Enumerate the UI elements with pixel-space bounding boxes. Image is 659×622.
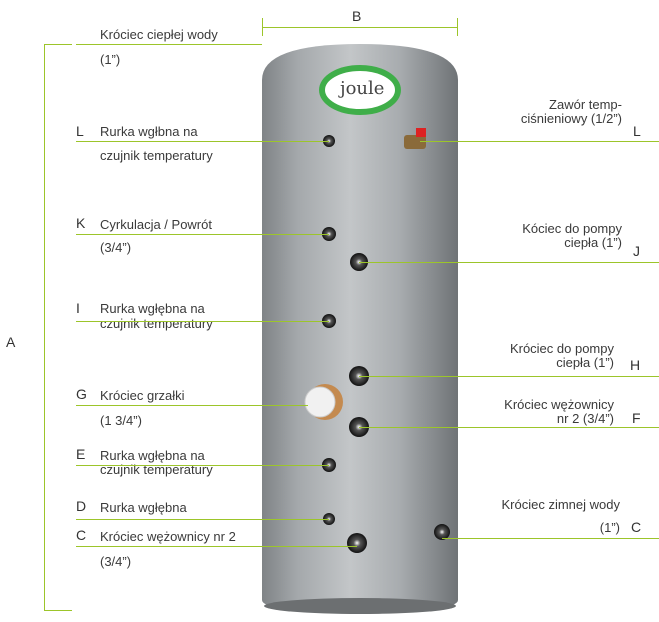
port-k xyxy=(322,227,336,241)
hot-water-outlet-size: (1”) xyxy=(100,52,121,67)
sensor-pocket-desc: czujnik temperatury xyxy=(100,148,213,163)
hot-water-outlet-label: Króciec ciepłej wody xyxy=(100,27,218,42)
left-letter: L xyxy=(76,123,84,139)
leader-line xyxy=(359,262,659,263)
heat-pump-port-desc: ciepła (1”) xyxy=(556,355,614,370)
logo-text: joule xyxy=(340,78,385,99)
heater-port-size: (1 3/4”) xyxy=(100,413,142,428)
right-letter: C xyxy=(631,519,642,535)
left-letter: G xyxy=(76,386,87,402)
immersion-pocket-label: Rurka wgłębna xyxy=(100,500,187,515)
dimension-b-left-tick xyxy=(262,18,263,36)
circulation-label: Cyrkulacja / Powrót xyxy=(100,217,212,232)
right-letter: F xyxy=(632,410,641,426)
tp-valve-label: Zawór temp- xyxy=(549,97,622,112)
tp-valve-desc: ciśnieniowy (1/2”) xyxy=(520,111,622,126)
heater-port-label: Króciec grzałki xyxy=(100,388,185,403)
port-c-right xyxy=(434,524,450,540)
left-letter: K xyxy=(76,215,86,231)
tank-body xyxy=(262,44,458,612)
leader-line xyxy=(76,546,357,547)
tank-base xyxy=(264,598,456,614)
dimension-a-label: A xyxy=(6,334,16,350)
sensor-pocket-label: Rurka wgłbna na xyxy=(100,124,198,139)
heat-pump-port-label: Króciec do pompy xyxy=(509,341,614,356)
leader-line xyxy=(359,376,659,377)
left-letter: E xyxy=(76,446,86,462)
port-i xyxy=(322,314,336,328)
circulation-size: (3/4”) xyxy=(100,240,132,255)
heat-pump-port-desc: ciepła (1”) xyxy=(564,235,622,250)
coil-port-label: Króciec wężownicy xyxy=(504,397,614,412)
dimension-a-bottom-tick xyxy=(44,610,72,611)
right-letter: H xyxy=(630,357,641,373)
leader-line xyxy=(420,141,659,142)
leader-line xyxy=(76,519,329,520)
coil-port-desc: nr 2 (3/4”) xyxy=(556,411,614,426)
leader-line xyxy=(76,44,262,45)
coil-port-size: (3/4”) xyxy=(100,554,132,569)
leader-line xyxy=(76,234,329,235)
coil-port-label: Króciec wężownicy nr 2 xyxy=(100,529,236,544)
port-l-left xyxy=(323,135,335,147)
port-d xyxy=(323,513,335,525)
heat-pump-port-label: Kóciec do pompy xyxy=(522,221,622,236)
dimension-b-label: B xyxy=(352,8,362,24)
right-letter: L xyxy=(633,123,641,139)
dimension-a-top-tick xyxy=(44,44,72,45)
valve-lever xyxy=(416,128,426,137)
left-letter: D xyxy=(76,498,87,514)
left-letter: I xyxy=(76,300,80,316)
port-c-left xyxy=(347,533,367,553)
leader-line xyxy=(76,321,329,322)
sensor-pocket-label: Rurka wgłębna na xyxy=(100,301,205,316)
right-letter: J xyxy=(633,243,640,259)
leader-line xyxy=(442,538,659,539)
cold-water-inlet-label: Króciec zimnej wody xyxy=(501,497,621,512)
dimension-b-right-tick xyxy=(457,18,458,36)
leader-line xyxy=(76,465,329,466)
sensor-pocket-label: Rurka wgłębna na xyxy=(100,448,205,463)
port-e xyxy=(322,458,336,472)
leader-line xyxy=(359,427,659,428)
leader-line xyxy=(76,405,308,406)
sensor-pocket-desc: czujnik temperatury xyxy=(100,316,213,331)
left-letter: C xyxy=(76,527,87,543)
cold-water-inlet-size: (1”) xyxy=(599,520,620,535)
leader-line xyxy=(76,141,329,142)
logo-badge xyxy=(319,65,401,115)
dimension-b-line xyxy=(262,27,458,28)
dimension-a-line xyxy=(44,44,45,610)
heater-cap xyxy=(304,386,336,418)
valve-body xyxy=(404,135,426,149)
